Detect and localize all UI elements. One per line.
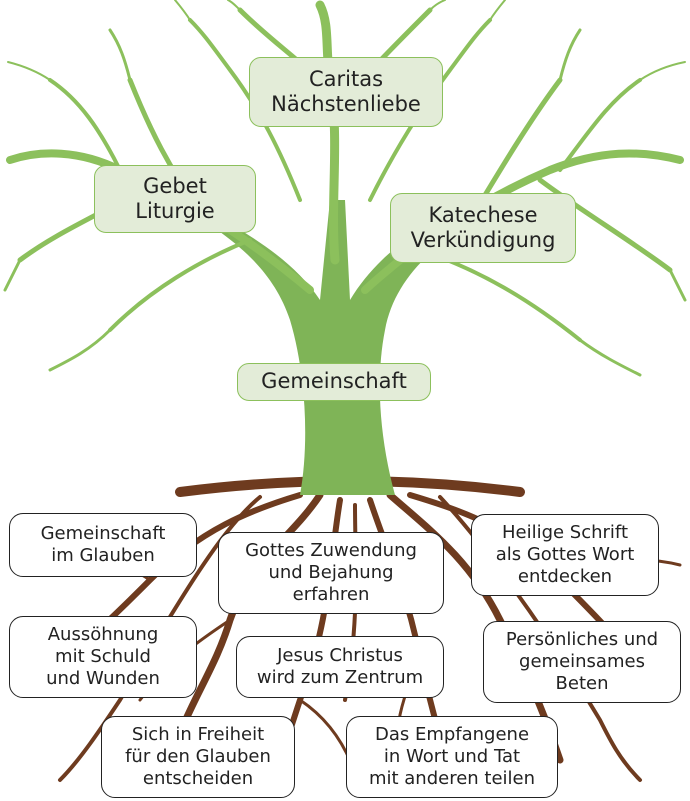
beten-line-3: Beten bbox=[556, 673, 609, 695]
beten-line-2: gemeinsames bbox=[519, 651, 645, 673]
heilige-schrift-line-1: Heilige Schrift bbox=[502, 522, 628, 544]
empfangene-line-1: Das Empfangene bbox=[375, 724, 529, 746]
root-box-beten: Persönliches und gemeinsames Beten bbox=[483, 621, 681, 703]
jesus-christus-line-1: Jesus Christus bbox=[277, 645, 403, 667]
caritas-line-2: Nächstenliebe bbox=[271, 92, 421, 117]
gebet-line-2: Liturgie bbox=[135, 199, 214, 224]
crown-box-gebet: Gebet Liturgie bbox=[94, 165, 256, 233]
root-box-heilige-schrift: Heilige Schrift als Gottes Wort entdecke… bbox=[471, 514, 659, 596]
crown-box-caritas: Caritas Nächstenliebe bbox=[249, 57, 443, 127]
empfangene-line-3: mit anderen teilen bbox=[369, 768, 535, 790]
root-box-aussoehnung: Aussöhnung mit Schuld und Wunden bbox=[9, 616, 197, 698]
gottes-zuwendung-line-1: Gottes Zuwendung bbox=[245, 540, 417, 562]
aussoehnung-line-1: Aussöhnung bbox=[48, 624, 159, 646]
aussoehnung-line-2: mit Schuld bbox=[55, 646, 151, 668]
heilige-schrift-line-3: entdecken bbox=[518, 566, 612, 588]
gebet-line-1: Gebet bbox=[143, 174, 207, 199]
gemeinschaft-line-1: Gemeinschaft bbox=[261, 369, 407, 394]
root-box-jesus-christus: Jesus Christus wird zum Zentrum bbox=[236, 636, 444, 698]
root-box-gottes-zuwendung: Gottes Zuwendung und Bejahung erfahren bbox=[218, 532, 444, 614]
gottes-zuwendung-line-3: erfahren bbox=[293, 584, 370, 606]
gemeinschaft-glauben-line-1: Gemeinschaft bbox=[41, 523, 166, 545]
beten-line-1: Persönliches und bbox=[506, 629, 658, 651]
katechese-line-1: Katechese bbox=[428, 203, 537, 228]
katechese-line-2: Verkündigung bbox=[411, 228, 556, 253]
aussoehnung-line-3: und Wunden bbox=[46, 668, 160, 690]
crown-box-gemeinschaft: Gemeinschaft bbox=[237, 363, 431, 401]
root-box-gemeinschaft-glauben: Gemeinschaft im Glauben bbox=[9, 513, 197, 577]
root-box-empfangene: Das Empfangene in Wort und Tat mit ander… bbox=[346, 716, 558, 798]
freiheit-line-2: für den Glauben bbox=[125, 746, 271, 768]
jesus-christus-line-2: wird zum Zentrum bbox=[257, 667, 423, 689]
root-box-freiheit: Sich in Freiheit für den Glauben entsche… bbox=[101, 716, 295, 798]
gottes-zuwendung-line-2: und Bejahung bbox=[268, 562, 393, 584]
caritas-line-1: Caritas bbox=[309, 67, 383, 92]
gemeinschaft-glauben-line-2: im Glauben bbox=[51, 545, 155, 567]
empfangene-line-2: in Wort und Tat bbox=[384, 746, 520, 768]
heilige-schrift-line-2: als Gottes Wort bbox=[496, 544, 635, 566]
freiheit-line-1: Sich in Freiheit bbox=[132, 724, 264, 746]
crown-box-katechese: Katechese Verkündigung bbox=[390, 193, 576, 263]
freiheit-line-3: entscheiden bbox=[143, 768, 253, 790]
